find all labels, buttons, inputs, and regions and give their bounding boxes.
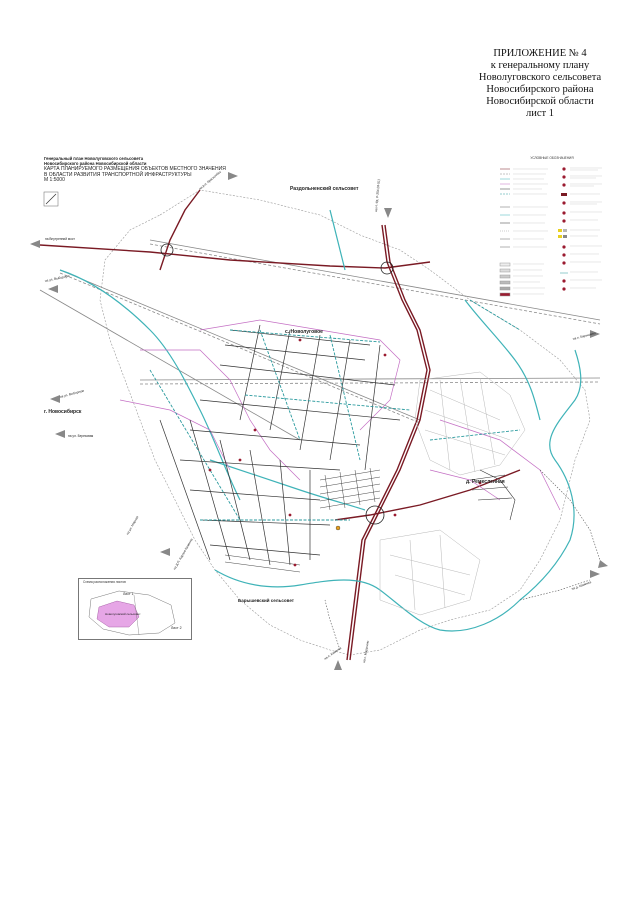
appendix-line: ПРИЛОЖЕНИЕ № 4: [493, 48, 587, 59]
inset-title: Схема расположения листов: [83, 580, 126, 584]
map-title-line: В ОБЛАСТИ РАЗВИТИЯ ТРАНСПОРТНОЙ ИНФРАСТР…: [44, 172, 192, 178]
label-razdolnensky: Раздольненский сельсовет: [290, 185, 359, 192]
road-label: на ул. Мирная: [125, 515, 139, 535]
appendix-line: лист 1: [526, 108, 554, 119]
street-grid: [159, 324, 401, 566]
road-label: на с. Марусино: [362, 640, 370, 663]
roundabout: [160, 243, 174, 257]
label-barysh: Барышевский сельсовет: [238, 597, 295, 603]
road-label: на ул. Выборную: [44, 274, 70, 283]
map-title-line: Новосибирского района Новосибирской обла…: [44, 161, 147, 166]
inset-sheet1: Лист 1: [123, 592, 134, 596]
appendix-heading: ПРИЛОЖЕНИЕ № 4 к генеральному плану Ново…: [440, 48, 640, 120]
road-label: на п. Барышево: [572, 331, 596, 341]
settlement-streets-east: [469, 469, 516, 521]
label-novolugovoe: с. Новолуговое: [285, 329, 323, 335]
appendix-line: к генеральному плану: [490, 60, 590, 71]
parcels-east: [379, 371, 526, 616]
road-label: на Внутренний мост: [45, 237, 75, 241]
settlement-boundaries: [119, 319, 561, 511]
district-boundary: [99, 189, 591, 656]
legend-symbols: [499, 167, 602, 297]
rivers: [59, 209, 582, 632]
appendix-line: Новолуговского сельсовета: [478, 72, 602, 83]
road-label: на д. Каменка: [571, 580, 592, 591]
transport-hub: [335, 525, 341, 531]
road-label: на Д.П. Карпов Каменка: [172, 537, 193, 570]
planned-objects: [208, 338, 482, 567]
railways: [39, 239, 601, 441]
map-title-line: Генеральный план Новолуговского сельсове…: [44, 156, 144, 161]
legend: УСЛОВНЫЕ ОБОЗНАЧЕНИЯ: [498, 156, 606, 304]
planned-streets: [149, 299, 521, 521]
outer-links: [324, 469, 601, 651]
road-label: на Н.-Уд. Р-254 (М-51): [374, 179, 381, 212]
map-title-line: КАРТА ПЛАНИРУЕМОГО РАЗМЕЩЕНИЯ ОБЪЕКТОВ М…: [44, 166, 226, 172]
inset-area-label: Новолуговский сельсовет: [105, 612, 141, 616]
appendix-line: Новосибирского района: [486, 84, 594, 95]
map-scale: М 1:5000: [44, 177, 65, 183]
road-label: на п. Каменск: [323, 646, 342, 661]
inset-map: Лист 1 Лист 2 Новолуговский сельсовет: [88, 590, 182, 636]
roundabout: [380, 261, 394, 275]
north-arrow: [43, 191, 59, 207]
road-label: на ул. Выборную: [59, 388, 85, 399]
legend-title: УСЛОВНЫЕ ОБОЗНАЧЕНИЯ: [530, 156, 574, 160]
street-grid-fine: [224, 467, 381, 573]
inset-sheet2: Лист 2: [171, 626, 182, 630]
label-remeslennaya: д. Ремесленная: [466, 479, 505, 485]
sheet-layout-inset: Схема расположения листов Лист 1 Лист 2 …: [78, 578, 192, 640]
federal-highway: [39, 189, 521, 661]
label-novosibirsk: г. Новосибирск: [44, 408, 82, 415]
roundabout: [365, 505, 385, 525]
appendix-line: Новосибирской области: [486, 96, 594, 107]
direction-arrows: [30, 172, 608, 670]
road-label: на ул. Березовая: [68, 434, 94, 438]
map-title-block: Генеральный план Новолуговского сельсове…: [44, 156, 254, 183]
